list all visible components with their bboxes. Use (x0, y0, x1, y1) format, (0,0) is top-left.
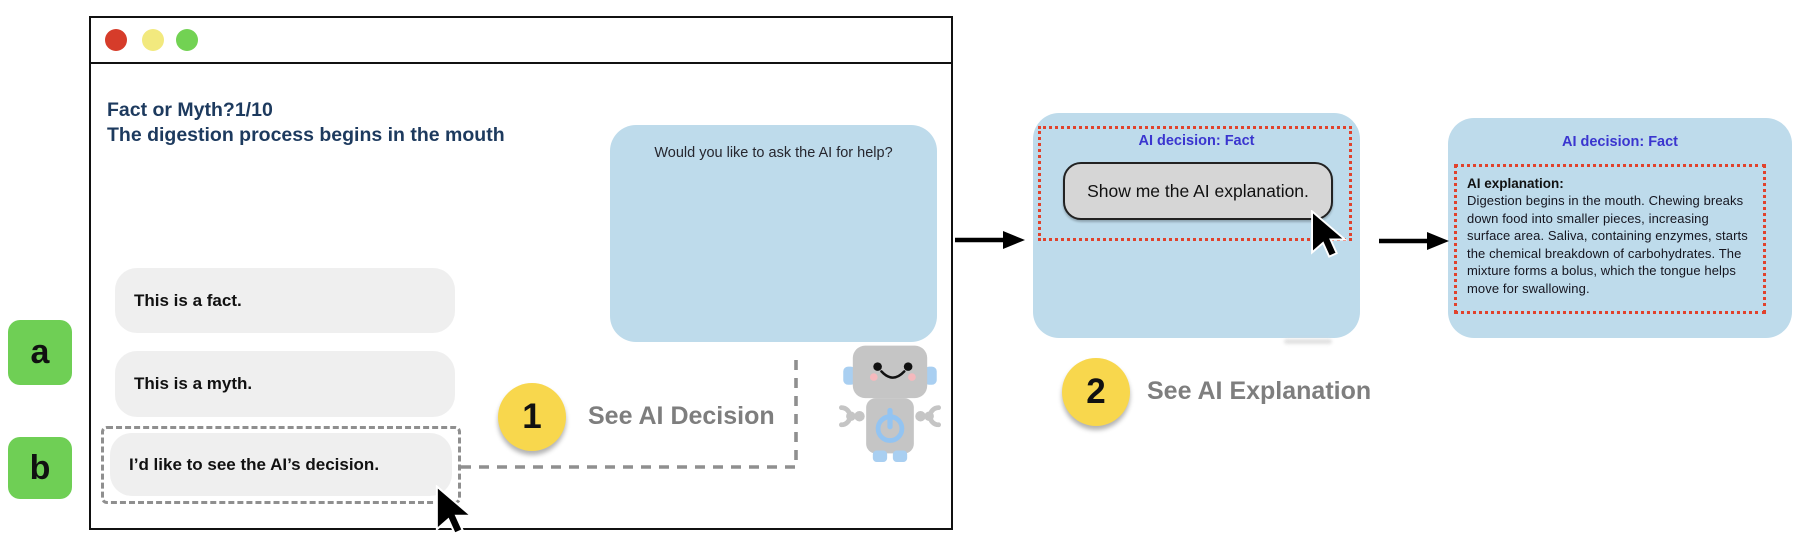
ai-decision-title: AI decision: Fact (1138, 133, 1255, 149)
explanation-highlight-dotted-box: AI explanation: Digestion begins in the … (1454, 164, 1766, 314)
quiz-header: Fact or Myth?1/10 The digestion process … (107, 98, 627, 148)
annotation-label-a: a (8, 320, 72, 385)
window-zoom-button[interactable] (176, 29, 198, 51)
step-1-badge: 1 (498, 383, 566, 451)
ai-explanation-body: Digestion begins in the mouth. Chewing b… (1467, 193, 1748, 296)
flow-arrow-2 (1379, 232, 1449, 250)
annotation-label-text: b (29, 448, 51, 487)
ai-decision-title: AI decision: Fact (1561, 134, 1679, 150)
ai-explanation-panel: AI decision: Fact AI explanation: Digest… (1448, 118, 1792, 338)
quiz-progress-title: Fact or Myth?1/10 (107, 99, 273, 121)
answer-button-myth[interactable]: This is a myth. (115, 351, 455, 417)
answer-button-label: I’d like to see the AI’s decision. (129, 454, 380, 474)
step-2-badge: 2 (1062, 358, 1130, 426)
quiz-question: The digestion process begins in the mout… (107, 124, 505, 146)
show-explanation-button[interactable]: Show me the AI explanation. (1063, 162, 1333, 220)
decision-highlight-dotted-box (1038, 126, 1352, 241)
answer-highlight-dashed-box (101, 426, 461, 504)
ai-decision-panel: AI decision: Fact Show me the AI explana… (1033, 113, 1360, 338)
annotation-label-text: a (30, 333, 50, 371)
step-1-label: See AI Decision (588, 402, 775, 430)
show-explanation-button-label: Show me the AI explanation. (1087, 180, 1309, 201)
answer-button-ai-decision[interactable]: I’d like to see the AI’s decision. (110, 433, 452, 496)
window-close-button[interactable] (105, 29, 127, 51)
assistant-bubble-text: Would you like to ask the AI for help? (654, 145, 893, 161)
ai-explanation-heading: AI explanation: (1467, 176, 1564, 191)
flow-arrow-1 (955, 231, 1025, 249)
assistant-speech-bubble: Would you like to ask the AI for help? (610, 125, 937, 342)
window-minimize-button[interactable] (142, 29, 164, 51)
answer-button-label: This is a myth. (134, 374, 253, 393)
step-number: 2 (1086, 372, 1106, 411)
answer-button-fact[interactable]: This is a fact. (115, 268, 455, 333)
answer-button-label: This is a fact. (134, 290, 242, 310)
annotation-label-b: b (8, 437, 72, 499)
panel-shadow (1284, 339, 1332, 344)
step-2-label: See AI Explanation (1147, 377, 1372, 405)
step-number: 1 (522, 397, 542, 436)
window-titlebar (91, 18, 951, 64)
